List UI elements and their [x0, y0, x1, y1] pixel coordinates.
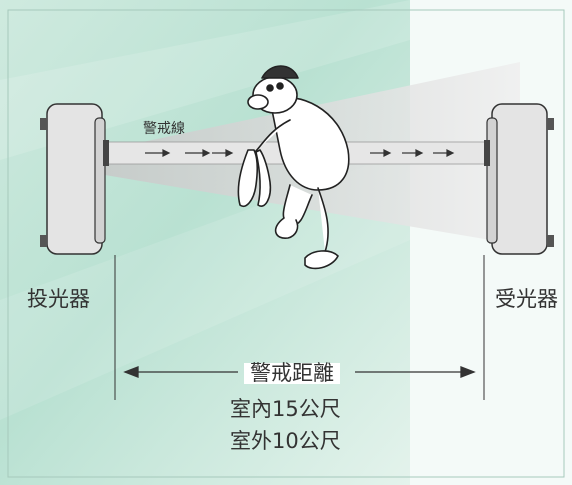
transmitter-label: 投光器 — [27, 287, 90, 311]
distance-outdoor: 室外10公尺 — [230, 429, 341, 453]
distance-arrow — [123, 366, 476, 378]
intruder-person-icon — [237, 65, 350, 270]
transmitter-device-icon — [40, 103, 109, 255]
distance-title: 警戒距離 — [244, 363, 340, 384]
receiver-label: 受光器 — [495, 287, 558, 311]
beam-arrows — [145, 149, 455, 157]
background-diagonal-shade-2 — [0, 150, 410, 420]
receiver-device-icon — [484, 103, 554, 255]
distance-indoor: 室內15公尺 — [230, 397, 341, 421]
diagram-frame — [7, 9, 565, 478]
beam-label: 警戒線 — [143, 121, 185, 137]
